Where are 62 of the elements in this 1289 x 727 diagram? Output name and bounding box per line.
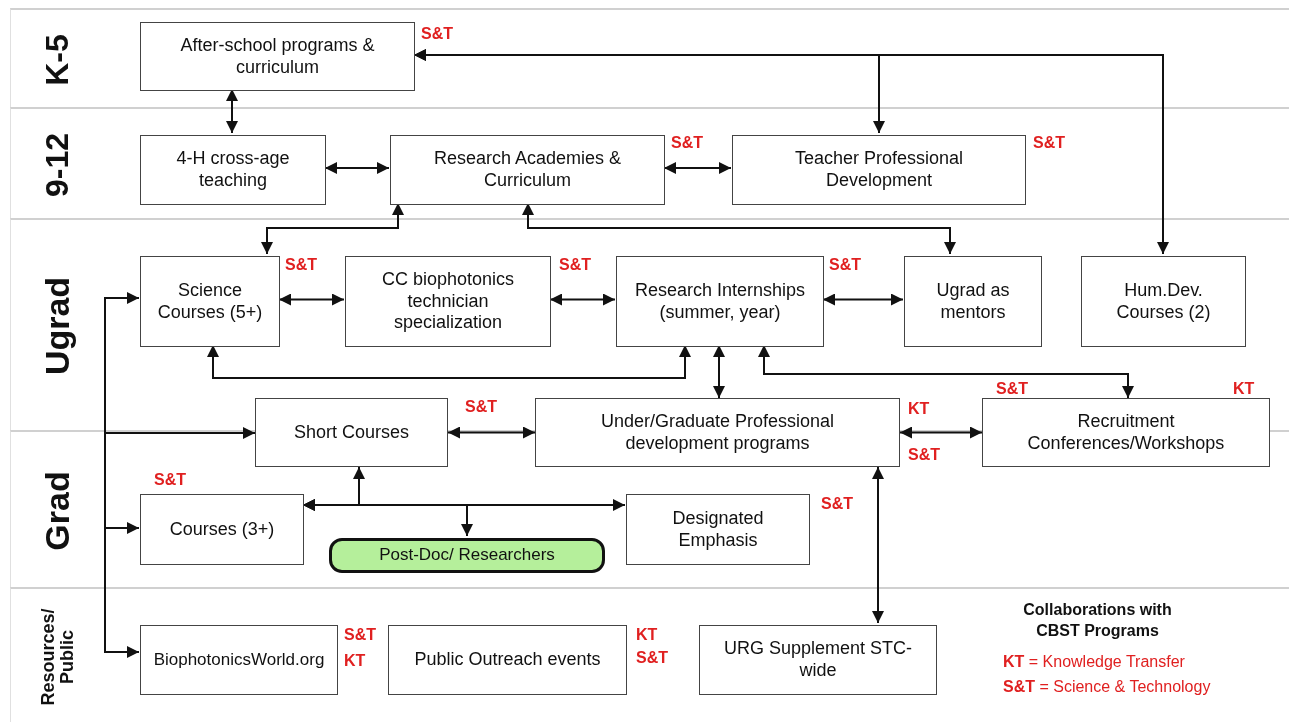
tag-label: S&T <box>559 257 591 273</box>
tag-label: S&T <box>636 650 668 666</box>
legend-text: KT = Knowledge Transfer <box>1003 652 1186 672</box>
row-band <box>10 8 1289 107</box>
double-arrow <box>758 344 1134 399</box>
tag-label: S&T <box>344 627 376 643</box>
process-box: Courses (3+) <box>140 494 304 565</box>
double-arrow <box>522 202 956 255</box>
double-arrow <box>713 344 725 399</box>
tag-label: S&T <box>996 381 1028 397</box>
double-arrow <box>822 293 904 306</box>
double-arrow <box>447 426 536 439</box>
rounded-box: Post-Doc/ Researchers <box>329 538 605 573</box>
process-box: Research Academies & Curriculum <box>390 135 665 205</box>
double-arrow <box>207 344 691 379</box>
double-arrow <box>413 49 1169 255</box>
process-box: Under/Graduate Professional development programs <box>535 398 900 467</box>
tag-label: KT <box>908 401 930 417</box>
double-arrow <box>278 293 345 306</box>
tag-label: S&T <box>671 135 703 151</box>
tag-label: S&T <box>829 257 861 273</box>
process-box: CC biophotonics technician specialization <box>345 256 551 347</box>
tag-label: S&T <box>465 399 497 415</box>
tag-label: S&T <box>1033 135 1065 151</box>
row-band <box>10 107 1289 218</box>
band-label: Ugrad <box>40 276 76 376</box>
process-box: BiophotonicsWorld.org <box>140 625 338 695</box>
process-box: Short Courses <box>255 398 448 467</box>
process-box: Ugrad as mentors <box>904 256 1042 347</box>
band-label: Grad <box>40 470 76 551</box>
tag-label: S&T <box>908 447 940 463</box>
band-label: Resources/ Public <box>39 606 77 708</box>
double-arrow <box>549 293 616 306</box>
process-box: Recruitment Conferences/Workshops <box>982 398 1270 467</box>
process-box: After-school programs & curriculum <box>140 22 415 91</box>
process-box: 4-H cross-age teaching <box>140 135 326 205</box>
double-arrow <box>324 162 390 174</box>
process-box: Research Internships (summer, year) <box>616 256 824 347</box>
process-box: Public Outreach events <box>388 625 627 695</box>
process-box: Hum.Dev. Courses (2) <box>1081 256 1246 347</box>
process-box: Science Courses (5+) <box>140 256 280 347</box>
double-arrow <box>226 88 238 134</box>
process-box: Teacher Professional Development <box>732 135 1026 205</box>
band-label: K-5 <box>41 33 75 86</box>
tag-label: S&T <box>821 496 853 512</box>
tag-label: S&T <box>421 26 453 42</box>
tag-label: S&T <box>285 257 317 273</box>
tag-label: KT <box>636 627 658 643</box>
legend-title: Collaborations with CBST Programs <box>1022 600 1173 641</box>
double-arrow <box>872 466 884 624</box>
legend-text: S&T = Science & Technology <box>1003 677 1212 697</box>
row-band <box>10 587 1289 722</box>
process-box: URG Supplement STC-wide <box>699 625 937 695</box>
double-arrow <box>899 426 983 439</box>
tag-label: KT <box>344 653 366 669</box>
band-label: 9-12 <box>41 132 75 197</box>
double-arrow <box>663 162 732 174</box>
process-box: Designated Emphasis <box>626 494 810 565</box>
double-arrow <box>302 499 473 537</box>
tag-label: KT <box>1233 381 1255 397</box>
double-arrow <box>261 202 404 255</box>
tag-label: S&T <box>154 472 186 488</box>
